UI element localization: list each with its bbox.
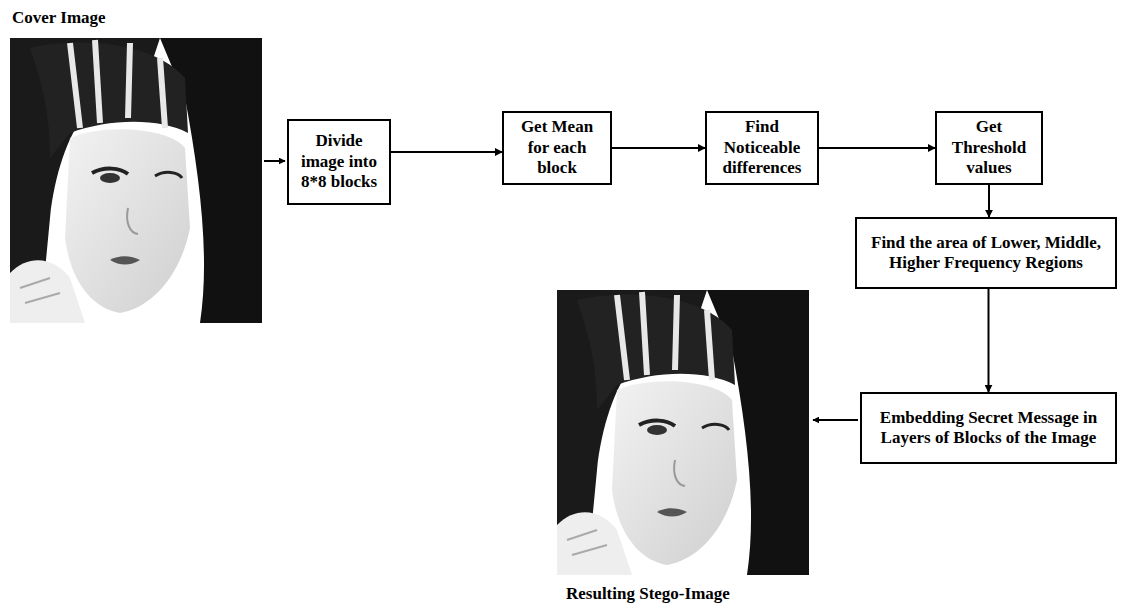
image-caption: Cover Image [12,8,106,28]
box-text: Divide image into 8*8 blocks [294,131,384,192]
flow-arrow [819,147,935,149]
flow-arrow [612,147,705,149]
output-arrow [813,419,858,421]
box-text: Embedding Secret Message in Layers of Bl… [867,408,1110,449]
box-text: Find the area of Lower, Middle, Higher F… [862,233,1110,274]
process-box: Get Threshold values [935,111,1043,185]
box-text: Get Mean for each block [509,117,605,178]
flow-arrow [988,185,990,217]
process-box: Find Noticeable differences [705,111,819,185]
stego-image [557,290,809,575]
process-box: Embedding Secret Message in Layers of Bl… [860,392,1117,464]
process-box: Divide image into 8*8 blocks [287,119,391,205]
process-box: Get Mean for each block [502,111,612,185]
box-text: Find Noticeable differences [712,117,812,178]
flow-arrow [391,151,502,153]
box-text: Get Threshold values [942,117,1036,178]
process-box: Find the area of Lower, Middle, Higher F… [855,217,1117,289]
cover-image [10,38,262,323]
flow-arrow [988,289,990,392]
image-caption: Resulting Stego-Image [566,584,730,604]
input-arrow [264,160,285,162]
